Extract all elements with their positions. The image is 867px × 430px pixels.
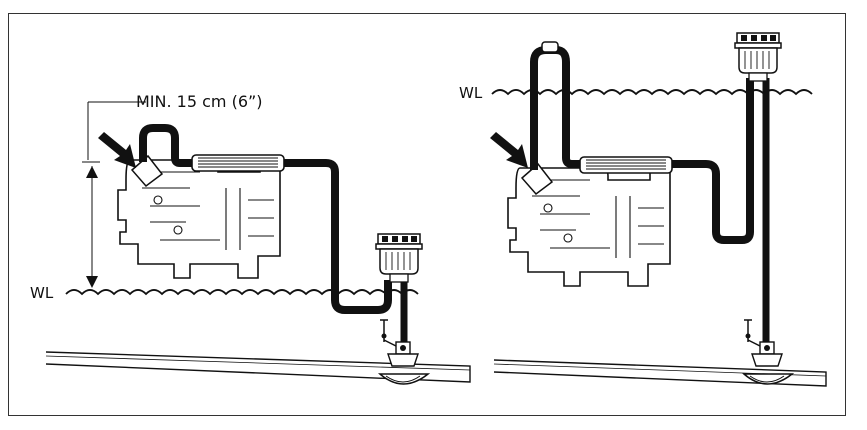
right-muffler: [579, 156, 673, 174]
right-hull: [493, 359, 827, 387]
right-installation: [490, 32, 827, 387]
left-arrow-icon: [98, 132, 136, 168]
right-waterline: [491, 89, 813, 96]
right-waterline-label: WL: [459, 84, 483, 102]
left-installation: [45, 101, 471, 385]
left-waterline: [65, 289, 419, 296]
right-arrow-icon: [490, 132, 528, 168]
min-height-label: MIN. 15 cm (6”): [136, 92, 263, 111]
left-waterlock: [375, 233, 423, 283]
left-muffler: [191, 154, 285, 172]
right-waterlock: [734, 32, 782, 82]
left-waterline-label: WL: [30, 284, 54, 302]
